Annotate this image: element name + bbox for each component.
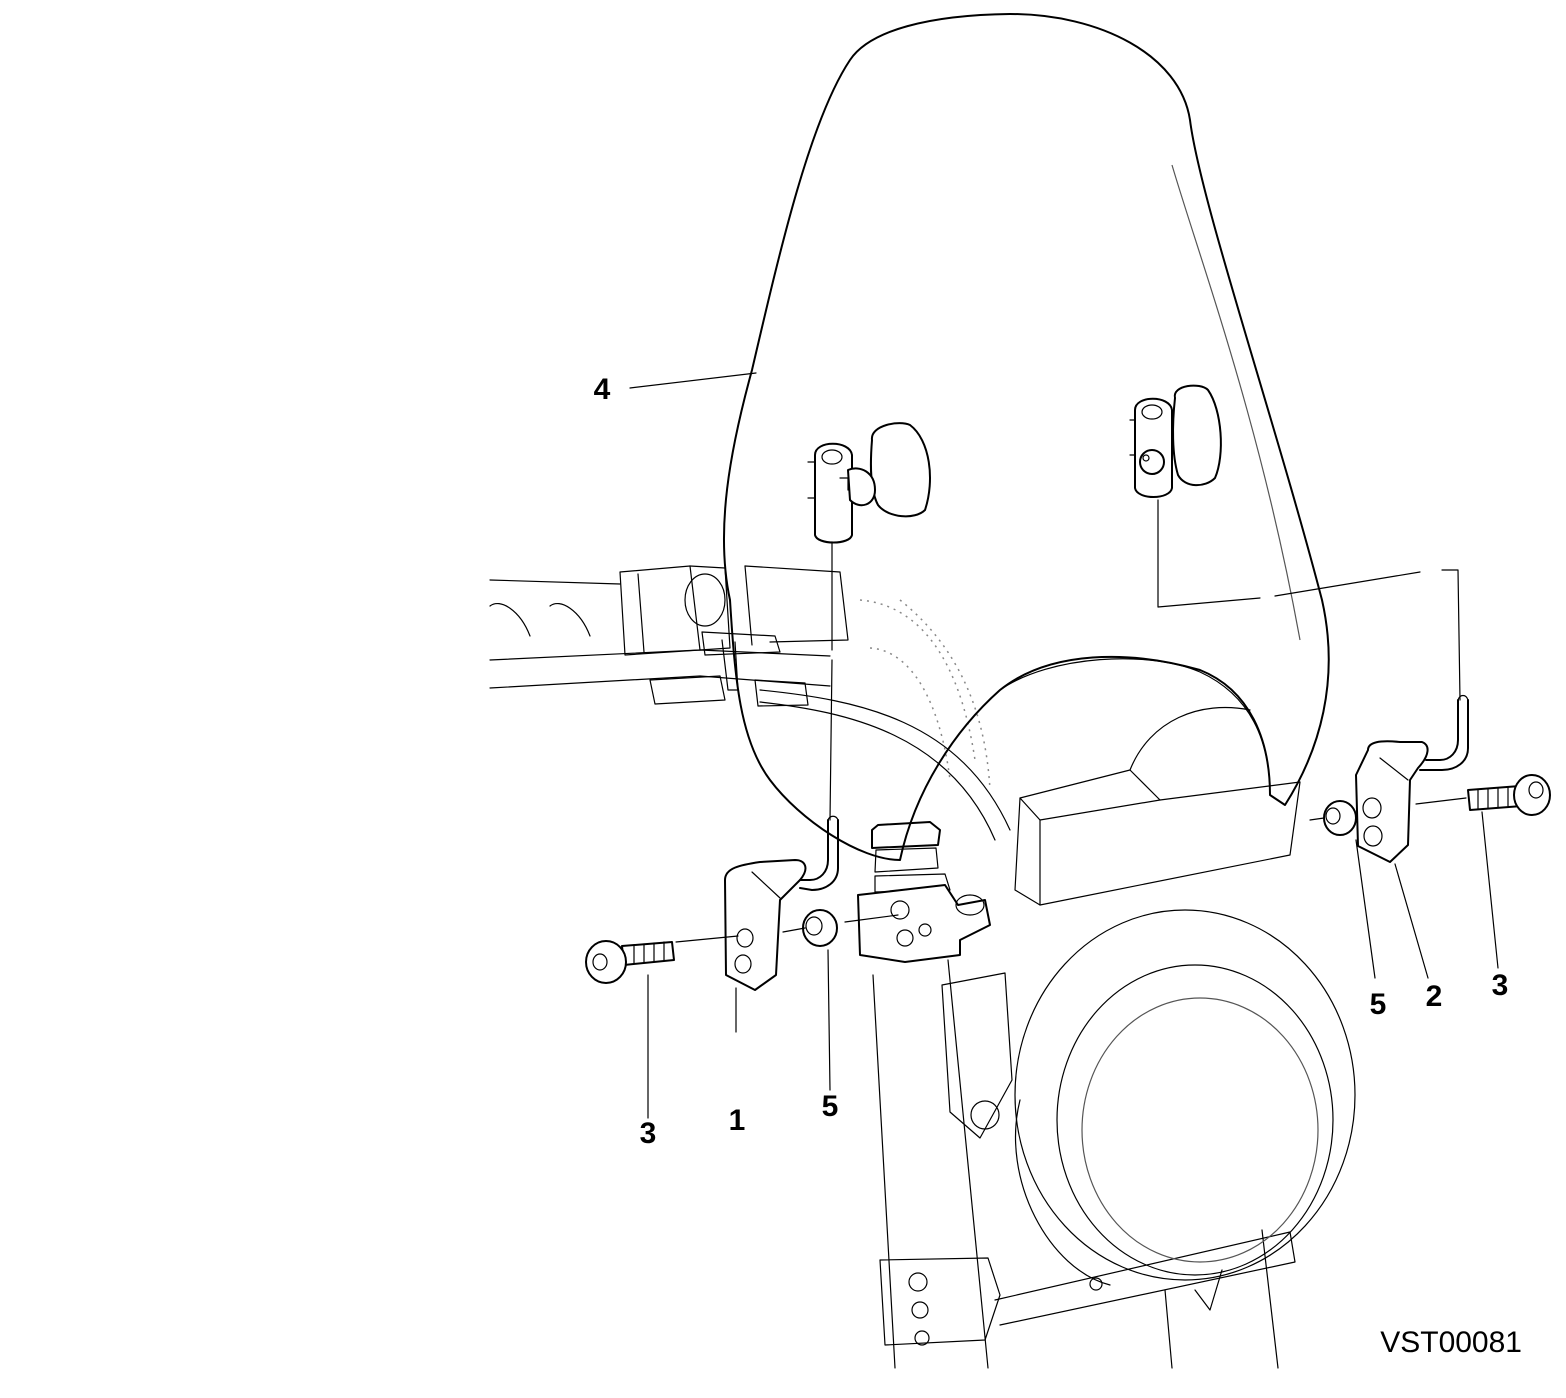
callout-5-left: 5	[822, 1090, 839, 1123]
callout-3-left: 3	[640, 1117, 657, 1150]
callout-4: 4	[594, 373, 611, 406]
assembly-lines	[629, 372, 1499, 1119]
fork-and-headlight	[759, 599, 1356, 1369]
windscreen	[723, 13, 1330, 861]
right-bracket	[1355, 694, 1469, 863]
right-mounting-knob	[1129, 384, 1222, 498]
left-spacer	[802, 909, 838, 947]
right-screw	[1467, 774, 1551, 816]
left-mounting-knob	[807, 422, 931, 544]
callout-1: 1	[729, 1104, 746, 1137]
handlebar-left	[489, 565, 849, 707]
callout-3-right: 3	[1492, 969, 1509, 1002]
left-screw	[585, 940, 675, 984]
callout-5-right: 5	[1370, 988, 1387, 1021]
left-bracket	[724, 815, 839, 991]
right-spacer	[1323, 800, 1357, 836]
drawing-code: VST00081	[1380, 1326, 1522, 1359]
callout-2: 2	[1426, 980, 1443, 1013]
